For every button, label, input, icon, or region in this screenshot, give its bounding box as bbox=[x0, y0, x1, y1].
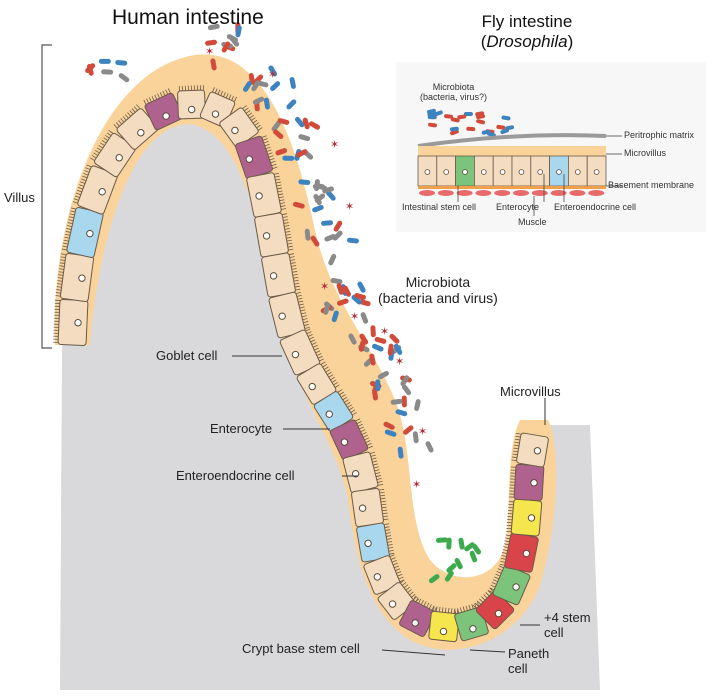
bacterium bbox=[328, 253, 337, 266]
fly-microbiota-label: Microbiota (bacteria, virus?) bbox=[420, 82, 487, 102]
bacterium bbox=[321, 220, 333, 226]
virus-icon: ✶ bbox=[418, 425, 427, 438]
bacterium bbox=[324, 233, 337, 242]
fly-basement-membrane bbox=[418, 186, 606, 189]
paneth-line1: Paneth bbox=[508, 646, 549, 661]
bacterium bbox=[356, 281, 366, 294]
virus-icon: ✶ bbox=[350, 310, 359, 323]
microbiota-label: Microbiota (bacteria and virus) bbox=[378, 274, 498, 306]
bacterium bbox=[414, 399, 422, 412]
bacterium bbox=[298, 134, 311, 142]
fly-microbiota-line1: Microbiota bbox=[420, 82, 487, 92]
fly-epithelium bbox=[418, 156, 606, 186]
fly-lumen-band bbox=[418, 146, 606, 156]
basement-membrane-label: Basement membrane bbox=[608, 180, 694, 190]
fly-bacterium bbox=[496, 125, 505, 130]
fly-muscle bbox=[419, 190, 604, 196]
fly-title-line2: (Drosophila) bbox=[452, 32, 602, 52]
bacterium bbox=[347, 237, 359, 243]
crypt-base-stem-cell-label: Crypt base stem cell bbox=[242, 641, 360, 656]
bacterium bbox=[458, 537, 465, 550]
virus-icon: ✶ bbox=[268, 68, 277, 81]
fly-bacterium bbox=[501, 115, 511, 120]
peritrophic-matrix bbox=[418, 135, 606, 146]
muscle-fiber bbox=[457, 190, 473, 196]
paneth-cell-label: Paneth cell bbox=[508, 646, 549, 676]
muscle-fiber bbox=[419, 190, 435, 196]
fly-bacterium bbox=[505, 125, 515, 131]
bacterium bbox=[360, 311, 369, 324]
fly-bacterium bbox=[466, 127, 475, 132]
muscle-fiber bbox=[438, 190, 454, 196]
goblet-cell-label: Goblet cell bbox=[156, 348, 217, 363]
virus-icon: ✶ bbox=[205, 45, 214, 58]
plus4-stem-line2: cell bbox=[544, 625, 591, 640]
fly-intestine-panel: Microbiota (bacteria, virus?) Peritrophi… bbox=[396, 62, 706, 232]
muscle-fiber bbox=[513, 190, 529, 196]
virus-icon: ✶ bbox=[395, 355, 404, 368]
bacterium bbox=[370, 325, 376, 337]
fly-title-genus: Drosophila bbox=[486, 32, 567, 51]
bacterium bbox=[115, 60, 127, 66]
bacterium bbox=[333, 220, 344, 233]
bacterium bbox=[101, 69, 113, 75]
bacterium bbox=[425, 440, 435, 453]
plus4-stem-cell-label: +4 stem cell bbox=[544, 610, 591, 640]
muscle-fiber bbox=[494, 190, 510, 196]
enteroendocrine-cell-label: Enteroendocrine cell bbox=[176, 468, 295, 483]
intestinal-stem-cell-label: Intestinal stem cell bbox=[402, 202, 476, 212]
fly-enteroendocrine-label: Enteroendocrine cell bbox=[554, 202, 636, 212]
bacterium bbox=[308, 120, 321, 130]
virus-icon: ✶ bbox=[380, 325, 389, 338]
fly-microbiota bbox=[427, 108, 515, 137]
bacterium bbox=[282, 156, 294, 161]
paneth-line2: cell bbox=[508, 661, 549, 676]
bacterium bbox=[436, 537, 448, 543]
enterocyte-label: Enterocyte bbox=[210, 421, 272, 436]
fly-microvillus-label: Microvillus bbox=[624, 148, 666, 158]
fly-microbiota-line2: (bacteria, virus?) bbox=[420, 92, 487, 102]
villus-label: Villus bbox=[4, 190, 35, 205]
plus4-stem-line1: +4 stem bbox=[544, 610, 591, 625]
virus-icon: ✶ bbox=[345, 200, 354, 213]
villus-bracket bbox=[42, 45, 52, 348]
microvillus-label: Microvillus bbox=[500, 384, 561, 399]
bacterium bbox=[99, 59, 111, 64]
virus-icon: ✶ bbox=[330, 138, 339, 151]
bacterium bbox=[311, 204, 324, 213]
bacterium bbox=[118, 72, 131, 83]
muscle-fiber bbox=[569, 190, 585, 196]
muscle-label: Muscle bbox=[518, 217, 547, 227]
bacterium bbox=[371, 343, 384, 352]
fly-enterocyte-label: Enterocyte bbox=[496, 202, 539, 212]
bacterium bbox=[285, 98, 297, 110]
bacterium bbox=[269, 80, 281, 92]
virus-icon: ✶ bbox=[412, 478, 421, 491]
fly-title-line1: Fly intestine bbox=[452, 12, 602, 32]
muscle-fiber bbox=[532, 190, 548, 196]
virus-icon: ✶ bbox=[320, 280, 329, 293]
peritrophic-matrix-label: Peritrophic matrix bbox=[624, 130, 694, 140]
bacterium bbox=[375, 379, 380, 391]
muscle-fiber bbox=[588, 190, 604, 196]
bacterium bbox=[402, 424, 414, 435]
fly-bacterium bbox=[476, 119, 486, 125]
microbiota-label-line1: Microbiota bbox=[378, 274, 498, 290]
microbiota-label-line2: (bacteria and virus) bbox=[378, 290, 498, 306]
fly-intestine-title: Fly intestine (Drosophila) bbox=[452, 12, 602, 52]
bacterium bbox=[289, 77, 296, 90]
muscle-fiber bbox=[475, 190, 491, 196]
human-intestine-title: Human intestine bbox=[112, 6, 264, 30]
bacterium bbox=[388, 333, 400, 345]
fly-bacterium bbox=[428, 122, 437, 127]
